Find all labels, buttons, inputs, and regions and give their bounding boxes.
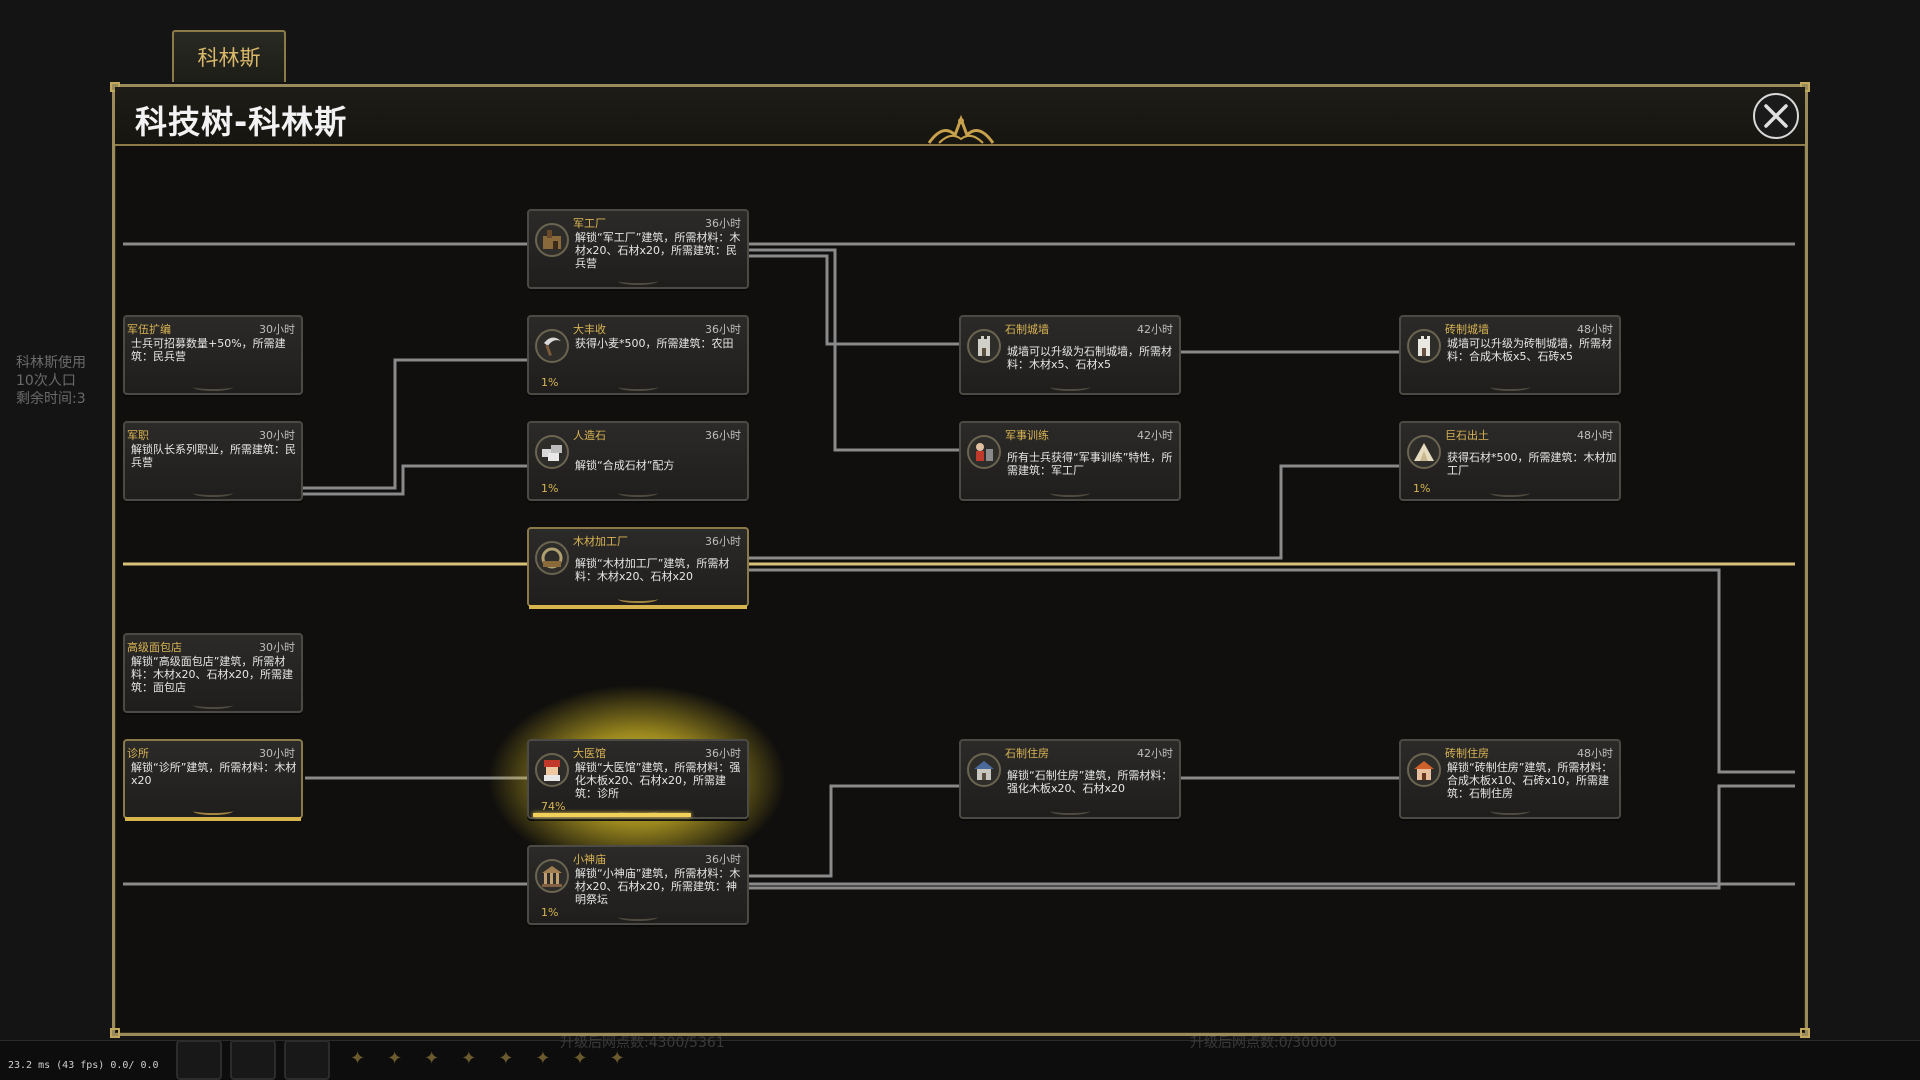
node-ornament (618, 595, 658, 603)
tech-tree-window: 科技树-科林斯 (110, 82, 1810, 1038)
sawmill-icon (535, 541, 569, 575)
sickle-icon (535, 329, 569, 363)
node-ornament (1490, 807, 1530, 815)
tech-node-shizhichengqiang[interactable]: 石制城墙 42小时 城墙可以升级为石制城墙，所需材料：木材x5、石材x5 (959, 315, 1181, 395)
connection-lines (123, 242, 1795, 890)
node-ornament (193, 383, 233, 391)
progress-stars: ✦✦✦✦✦✦✦✦ (350, 1048, 647, 1069)
close-button[interactable] (1753, 93, 1799, 139)
node-ornament (1490, 489, 1530, 497)
tech-node-dafengshou[interactable]: 大丰收 36小时 获得小麦*500，所需建筑：农田 1% (527, 315, 749, 395)
brick-wall-icon (1407, 329, 1441, 363)
node-ornament (1490, 383, 1530, 391)
stone-icon (535, 435, 569, 469)
tech-node-xiaoshenmiao[interactable]: 小神庙 36小时 解锁“小神庙”建筑，所需材料：木材x20、石材x20，所需建筑… (527, 845, 749, 925)
tech-node-mucaijiagong[interactable]: 木材加工厂 36小时 解锁“木材加工厂”建筑，所需材料：木材x20、石材x20 (527, 527, 749, 609)
bottom-status-left: 升级后网点数:4300/5361 (560, 1035, 725, 1051)
node-ornament (193, 489, 233, 497)
boulder-icon (1407, 435, 1441, 469)
window-title: 科技树-科林斯 (135, 103, 348, 141)
bottom-slot (176, 1040, 222, 1080)
tech-node-zhuanzhizhufang[interactable]: 砖制住房 48小时 解锁“砖制住房”建筑，所需材料：合成木板x10、石砖x10，… (1399, 739, 1621, 819)
tech-node-junshixunlian[interactable]: 军事训练 42小时 所有士兵获得“军事训练”特性，所需建筑：军工厂 (959, 421, 1181, 501)
tech-node-shizhizhufang[interactable]: 石制住房 42小时 解锁“石制住房”建筑，所需材料：强化木板x20、石材x20 (959, 739, 1181, 819)
doctor-icon (535, 753, 569, 787)
corner-ornament (1800, 1028, 1810, 1038)
tech-node-gaojimianbao[interactable]: 高级面包店 30小时 解锁“高级面包店”建筑，所需材料：木材x20、石材x20，… (123, 633, 303, 713)
stone-wall-icon (967, 329, 1001, 363)
node-ornament (618, 277, 658, 285)
factory-icon (535, 223, 569, 257)
temple-icon (535, 859, 569, 893)
tech-node-jungongchang[interactable]: 军工厂 36小时 解锁“军工厂”建筑，所需材料：木材x20、石材x20，所需建筑… (527, 209, 749, 289)
completed-bar (529, 605, 747, 609)
tech-node-zhuanzhichengqiang[interactable]: 砖制城墙 48小时 城墙可以升级为砖制城墙，所需材料：合成木板x5、石砖x5 (1399, 315, 1621, 395)
node-ornament (1050, 383, 1090, 391)
window-header: 科技树-科林斯 (115, 87, 1805, 146)
tech-node-junwukuobian[interactable]: 军伍扩编 30小时 士兵可招募数量+50%，所需建筑：民兵营 (123, 315, 303, 395)
research-progress-bar (533, 813, 691, 817)
bottom-slot (230, 1040, 276, 1080)
tech-node-junzhi[interactable]: 军职 30小时 解锁队长系列职业，所需建筑：民兵营 (123, 421, 303, 501)
node-ornament (618, 489, 658, 497)
training-icon (967, 435, 1001, 469)
node-ornament (1050, 489, 1090, 497)
node-ornament (193, 807, 233, 815)
completed-bar (125, 817, 301, 821)
stone-house-icon (967, 753, 1001, 787)
bottom-status-right: 升级后网点数:0/30000 (1190, 1035, 1337, 1051)
brick-house-icon (1407, 753, 1441, 787)
corner-ornament (110, 1028, 120, 1038)
tech-node-jushichutu[interactable]: 巨石出土 48小时 获得石材*500，所需建筑：木材加工厂 1% (1399, 421, 1621, 501)
crown-ornament-icon (927, 114, 995, 144)
city-tab[interactable]: 科林斯 (172, 30, 286, 82)
close-icon (1764, 104, 1788, 128)
node-ornament (618, 913, 658, 921)
tech-node-dayiguan[interactable]: 大医馆 36小时 解锁“大医馆”建筑，所需材料：强化木板x20、石材x20，所需… (527, 739, 749, 819)
bottom-slot (284, 1040, 330, 1080)
node-ornament (1050, 807, 1090, 815)
tech-node-zhensuo[interactable]: 诊所 30小时 解锁“诊所”建筑，所需材料：木材x20 (123, 739, 303, 821)
node-ornament (618, 383, 658, 391)
tech-node-renzaoshi[interactable]: 人造石 36小时 解锁“合成石材”配方 1% (527, 421, 749, 501)
tech-tree-canvas[interactable]: 军伍扩编 30小时 士兵可招募数量+50%，所需建筑：民兵营 军职 30小时 解… (115, 146, 1805, 1033)
fps-counter: 23.2 ms (43 fps) 0.0/ 0.0 (8, 1060, 159, 1071)
node-ornament (193, 701, 233, 709)
background-info: 科林斯使用 10次人口 剩余时间:3 (16, 355, 86, 407)
